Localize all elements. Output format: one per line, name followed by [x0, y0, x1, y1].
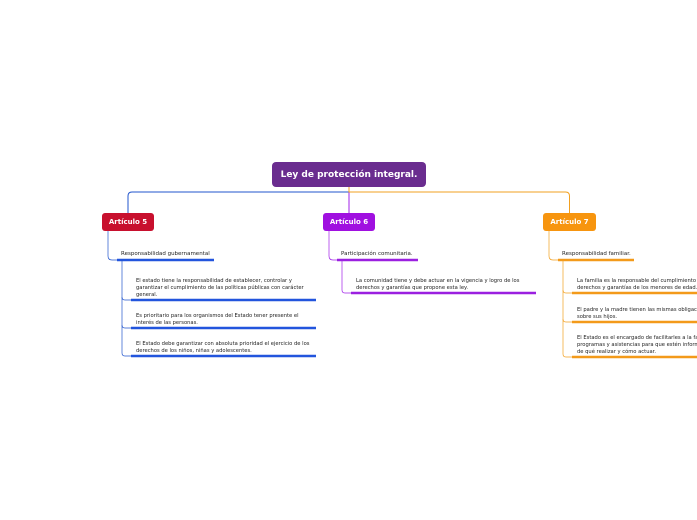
- leaf-topic[interactable]: El Estado debe garantizar con absoluta p…: [136, 341, 310, 354]
- connector-sub-leaf: [121, 296, 131, 301]
- connector-sub-leaf: [121, 324, 131, 329]
- leaf-topic[interactable]: La comunidad tiene y debe actuar en la v…: [356, 278, 520, 291]
- leaf-topic[interactable]: El estado tiene la responsabilidad de es…: [136, 278, 304, 298]
- connector-sub-leaf: [121, 352, 131, 357]
- subtopic-participacion-comunitaria[interactable]: Participación comunitaria.: [341, 251, 413, 257]
- subtopic-responsabilidad-gubernamental[interactable]: Responsabilidad gubernamental: [121, 251, 210, 257]
- connector-sub-leaf: [562, 289, 572, 294]
- connector-main-sub: [328, 231, 339, 261]
- leaf-topic[interactable]: El Estado es el encargado de facilitarle…: [577, 335, 697, 355]
- connector-sub-leaf: [341, 289, 351, 294]
- leaf-topic[interactable]: La familia es la responsable del cumplim…: [577, 278, 697, 291]
- topic-articulo-6[interactable]: Artículo 6: [323, 213, 375, 231]
- connector-main-sub: [548, 231, 560, 261]
- connector-root-main: [348, 187, 570, 213]
- leaf-topic[interactable]: El padre y la madre tienen las mismas ob…: [577, 307, 697, 320]
- leaf-topic[interactable]: Es prioritario para los organismos del E…: [136, 313, 299, 326]
- connector-main-sub: [107, 231, 119, 261]
- connector-sub-leaf: [562, 353, 572, 358]
- topic-articulo-7[interactable]: Artículo 7: [543, 213, 596, 231]
- connector-root-main: [127, 187, 350, 213]
- connector-sub-leaf: [562, 318, 572, 323]
- topic-articulo-5[interactable]: Artículo 5: [102, 213, 154, 231]
- root-topic[interactable]: Ley de protección integral.: [272, 162, 426, 187]
- subtopic-responsabilidad-familiar[interactable]: Responsabilidad familiar.: [562, 251, 631, 257]
